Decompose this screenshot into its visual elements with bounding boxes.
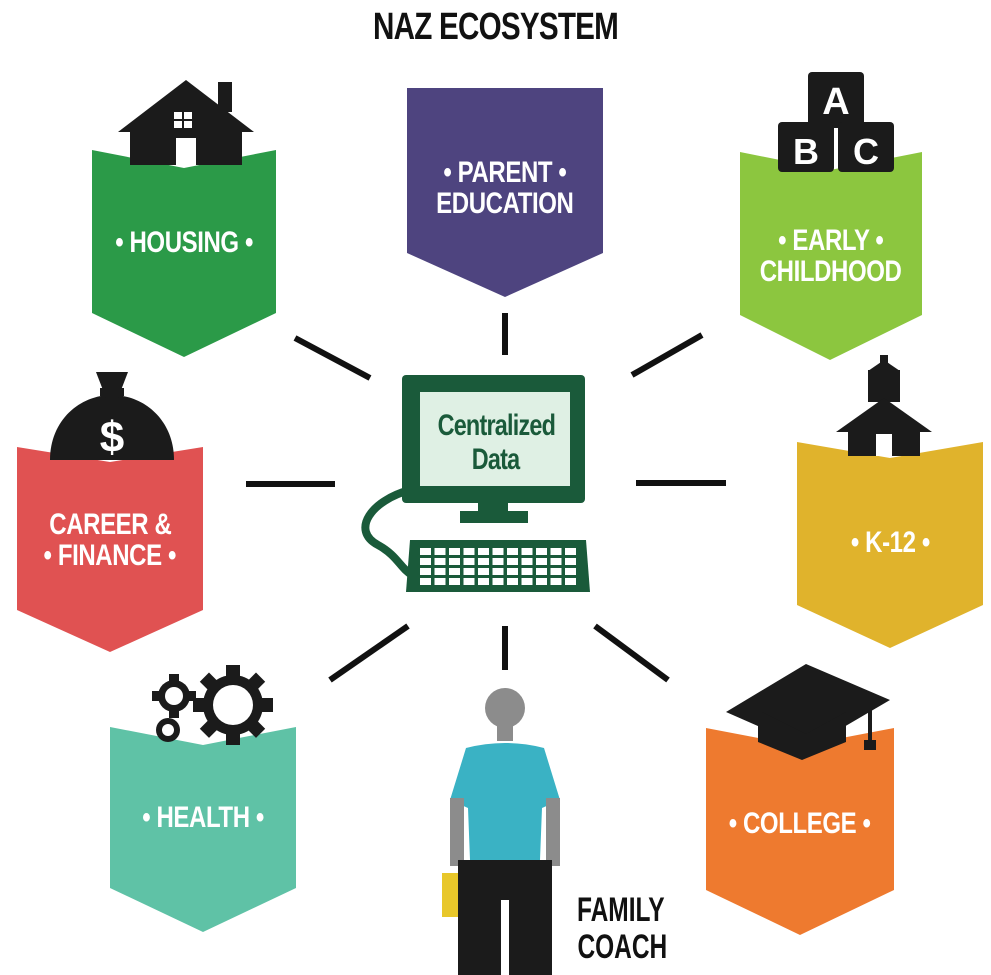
housing-banner	[92, 150, 276, 357]
career-finance-label: CAREER & • FINANCE •	[17, 495, 203, 585]
keyboard-key	[492, 558, 504, 565]
abc-blocks-icon: A B C	[778, 72, 894, 172]
keyboard-key	[536, 578, 547, 585]
svg-text:$: $	[100, 413, 124, 462]
connector-housing	[293, 335, 372, 381]
connector-health	[328, 623, 410, 683]
keyboard-key	[550, 548, 562, 555]
keyboard-key	[478, 578, 489, 585]
keyboard-key	[507, 568, 518, 575]
early-childhood-line2: CHILDHOOD	[760, 255, 902, 288]
keyboard-key	[507, 578, 518, 585]
health-banner	[110, 727, 296, 932]
keyboard-key	[463, 558, 475, 565]
parent-education-line2: EDUCATION	[436, 187, 574, 220]
parent-education-banner	[407, 88, 603, 297]
k12-label: • K-12 •	[797, 515, 983, 571]
family-coach-line1: FAMILY	[577, 891, 665, 929]
keyboard-key	[463, 568, 475, 575]
k12-line1: • K-12 •	[850, 526, 930, 560]
early-childhood-label: • EARLY • CHILDHOOD	[740, 208, 922, 304]
keyboard-key	[420, 548, 431, 555]
keyboard-key	[463, 548, 475, 555]
svg-text:A: A	[822, 81, 849, 123]
keyboard-key	[550, 568, 562, 575]
diagram-title: NAZ ECOSYSTEM	[372, 6, 619, 48]
keyboard-key	[449, 548, 460, 555]
keyboard-key	[478, 558, 489, 565]
keyboard-key	[521, 568, 533, 575]
svg-text:C: C	[853, 131, 879, 172]
keyboard-key	[536, 548, 547, 555]
keyboard-key	[565, 548, 576, 555]
keyboard-key	[536, 558, 547, 565]
keyboard-key	[492, 568, 504, 575]
svg-text:B: B	[793, 131, 819, 172]
keyboard-key	[420, 558, 431, 565]
housing-line1: • HOUSING •	[115, 226, 253, 260]
keyboard-key	[434, 548, 446, 555]
college-label: • COLLEGE •	[706, 796, 894, 852]
keyboard-key	[565, 568, 576, 575]
parent-education-line1: • PARENT •	[443, 155, 567, 189]
keyboard-key	[492, 578, 504, 585]
keyboard-key	[449, 558, 460, 565]
keyboard-key	[420, 578, 431, 585]
health-line1: • HEALTH •	[142, 801, 264, 835]
keyboard-key	[434, 568, 446, 575]
house-icon	[118, 80, 254, 165]
connectors	[246, 313, 726, 683]
connector-early-childhood	[630, 332, 704, 378]
gears-icon	[152, 665, 273, 745]
computer-icon	[361, 375, 590, 592]
money-bag-icon: $	[50, 372, 174, 462]
keyboard-key	[478, 568, 489, 575]
keyboard-key	[565, 558, 576, 565]
housing-label: • HOUSING •	[92, 215, 276, 271]
keyboard-key	[550, 578, 562, 585]
keyboard-key	[449, 568, 460, 575]
schoolhouse-icon	[836, 355, 932, 456]
college-line1: • COLLEGE •	[729, 807, 871, 841]
keyboard-key	[492, 548, 504, 555]
k12-banner	[797, 442, 983, 648]
keyboard-key	[521, 578, 533, 585]
person-icon	[442, 688, 560, 975]
keyboard-key	[565, 578, 576, 585]
family-coach-line2: COACH	[577, 927, 668, 966]
keyboard-key	[434, 578, 446, 585]
college-banner	[706, 728, 894, 935]
centralized-data-line1: Centralized	[437, 408, 555, 442]
family-coach-label: FAMILY COACH	[560, 892, 680, 965]
keyboard-keys	[420, 548, 576, 585]
keyboard-key	[434, 558, 446, 565]
health-label: • HEALTH •	[110, 790, 296, 846]
keyboard-key	[463, 578, 475, 585]
early-childhood-line1: • EARLY •	[778, 223, 884, 257]
keyboard-key	[536, 568, 547, 575]
keyboard-key	[449, 578, 460, 585]
graduation-cap-icon	[726, 664, 890, 760]
career-finance-banner	[17, 447, 203, 652]
keyboard-key	[550, 558, 562, 565]
career-finance-line2: • FINANCE •	[43, 539, 177, 572]
centralized-data-label: Centralized Data	[420, 398, 572, 488]
keyboard-key	[521, 558, 533, 565]
connector-college	[593, 623, 670, 683]
keyboard-key	[507, 558, 518, 565]
centralized-data-line2: Data	[472, 443, 520, 476]
keyboard-key	[420, 568, 431, 575]
keyboard-key	[507, 548, 518, 555]
keyboard-key	[521, 548, 533, 555]
keyboard-key	[478, 548, 489, 555]
career-finance-line1: CAREER &	[48, 507, 172, 541]
early-childhood-banner	[740, 152, 922, 360]
parent-education-label: • PARENT • EDUCATION	[407, 140, 603, 236]
